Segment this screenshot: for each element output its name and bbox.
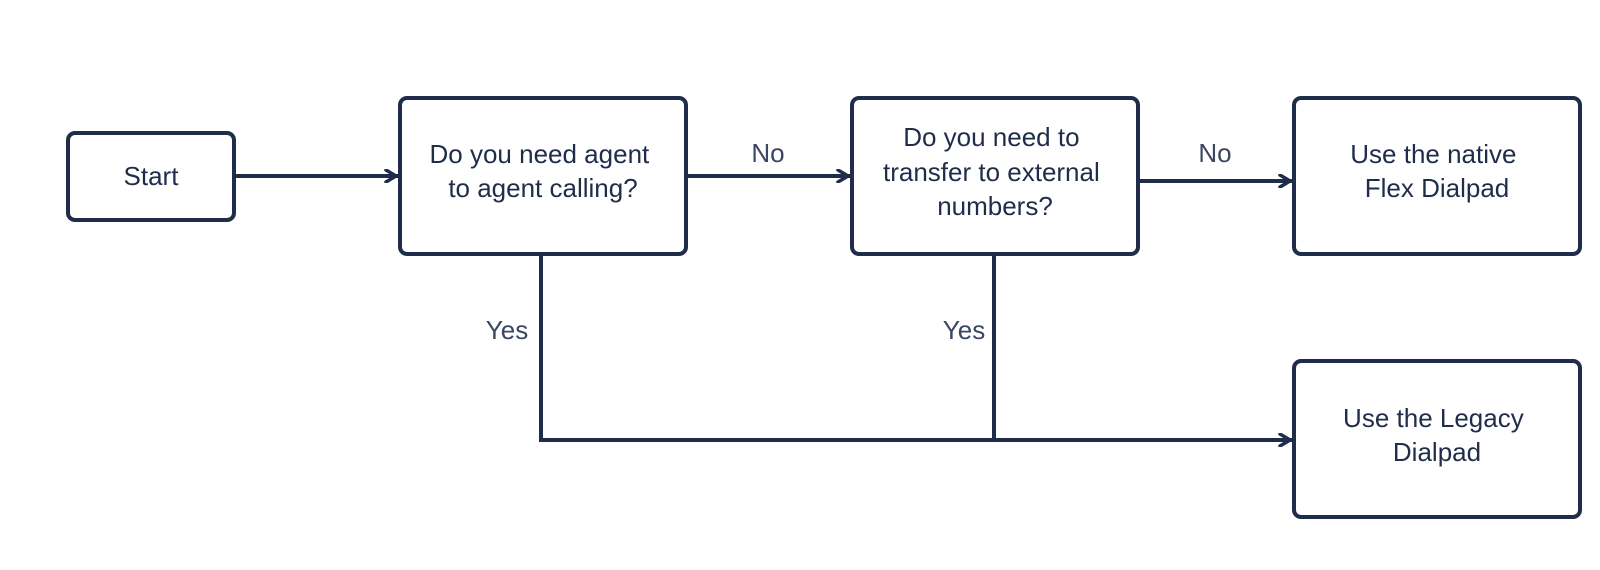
node-legacy-dialpad-box [1292,359,1582,519]
node-native-dialpad: Use the native Flex Dialpad [1292,96,1582,256]
node-legacy-dialpad-label: Use the Legacy Dialpad [1343,403,1531,467]
node-external-transfer-line-2: transfer to external [883,157,1100,187]
node-start-box [66,131,236,222]
node-external-transfer-line-1: Do you need to [903,122,1079,152]
edge-label-q2-no: No [1198,138,1231,168]
node-external-transfer-question: Do you need to transfer to external numb… [850,96,1140,256]
node-external-transfer-line-3: numbers? [937,191,1053,221]
node-native-dialpad-line-1: Use the native [1350,139,1516,169]
node-native-dialpad-box [1292,96,1582,256]
node-native-dialpad-label: Use the native Flex Dialpad [1350,139,1523,203]
node-agent-calling-label: Do you need agent to agent calling? [430,139,657,203]
edge-label-q1-yes: Yes [486,315,528,345]
node-legacy-dialpad-line-1: Use the Legacy [1343,403,1524,433]
node-agent-calling-line-2: to agent calling? [448,173,637,203]
node-start-label: Start [124,161,180,191]
edge-label-q2-yes: Yes [943,315,985,345]
node-start-line-1: Start [124,161,180,191]
node-agent-calling-line-1: Do you need agent [430,139,651,169]
node-legacy-dialpad-line-2: Dialpad [1393,437,1481,467]
edge-q1-yes-to-legacy [539,252,1292,440]
node-agent-calling-question: Do you need agent to agent calling? [398,96,688,256]
node-start: Start [66,131,236,222]
node-legacy-dialpad: Use the Legacy Dialpad [1292,359,1582,519]
node-external-transfer-box [850,96,1140,256]
node-agent-calling-box [398,96,688,256]
node-native-dialpad-line-2: Flex Dialpad [1365,173,1510,203]
edge-label-q1-no: No [751,138,784,168]
node-external-transfer-label: Do you need to transfer to external numb… [883,122,1107,221]
